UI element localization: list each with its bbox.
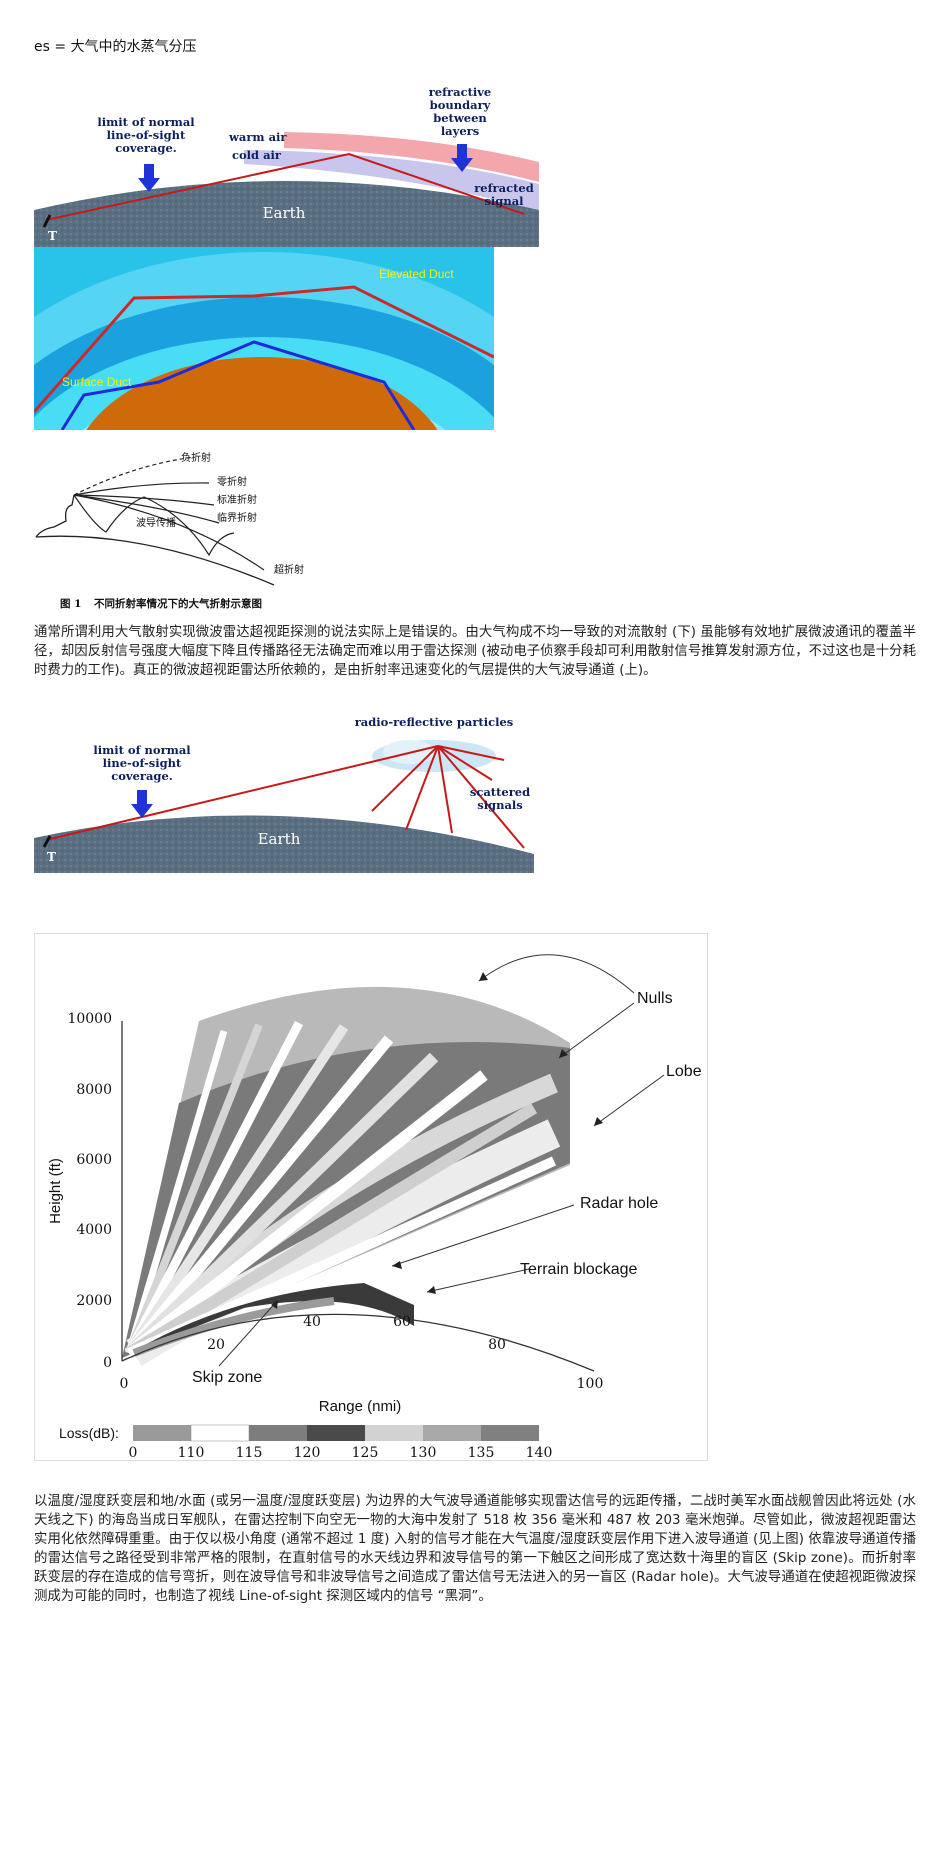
loss-tick-135: 135 (468, 1445, 495, 1461)
x-tick-80: 80 (488, 1337, 506, 1353)
loss-tick-140: 140 (526, 1445, 553, 1461)
elevated-duct-label: Elevated Duct (379, 267, 454, 281)
paragraph-2: 以温度/湿度跃变层和地/水面 (或另一温度/湿度跃变层) 为边界的大气波导通道能… (34, 1492, 916, 1606)
x-tick-100: 100 (577, 1376, 604, 1392)
negative-refraction-label: 负折射 (181, 451, 211, 464)
y-tick-4000: 4000 (76, 1222, 112, 1238)
x-tick-20: 20 (207, 1337, 225, 1353)
surface-duct-label: Surface Duct (62, 375, 132, 389)
loss-tick-115: 115 (236, 1445, 263, 1461)
radar-coverage-plot: Height (ft) 10000 8000 6000 4000 2000 0 … (34, 933, 708, 1461)
loss-label: Loss(dB): (59, 1425, 119, 1441)
cold-air-label: cold air (232, 148, 282, 162)
t-label: T (48, 229, 57, 243)
loss-tick-130: 130 (410, 1445, 437, 1461)
standard-refraction-label: 标准折射 (217, 493, 257, 506)
critical-refraction-label: 临界折射 (217, 511, 257, 524)
t-label: T (47, 850, 56, 864)
x-tick-0: 0 (120, 1376, 129, 1392)
loss-tick-120: 120 (294, 1445, 321, 1461)
loss-colorbar (133, 1425, 539, 1441)
duct-types-diagram: Elevated Duct Surface Duct (34, 247, 494, 430)
earth-label: Earth (258, 830, 301, 848)
paragraph-1: 通常所谓利用大气散射实现微波雷达超视距探测的说法实际上是错误的。由大气构成不均一… (34, 623, 916, 680)
particles-label: radio-reflective particles (355, 715, 514, 729)
nulls-label: Nulls (637, 990, 673, 1007)
y-tick-2000: 2000 (76, 1293, 112, 1309)
coverage-arrow-icon (131, 790, 153, 818)
duct-propagation-label: 波导传播 (136, 516, 176, 529)
super-refraction-label: 超折射 (274, 563, 304, 576)
scattering-diagram: radio-reflective particles limit of norm… (34, 708, 534, 873)
y-tick-10000: 10000 (67, 1011, 112, 1027)
coverage-arrow-icon (138, 164, 160, 192)
terrain-blockage-label: Terrain blockage (520, 1261, 638, 1278)
radar-hole-label: Radar hole (580, 1195, 658, 1212)
loss-tick-0: 0 (129, 1445, 138, 1461)
loss-tick-110: 110 (178, 1445, 205, 1461)
zero-refraction-label: 零折射 (217, 475, 247, 488)
loss-tick-125: 125 (352, 1445, 379, 1461)
warm-air-label: warm air (228, 130, 287, 144)
x-tick-40: 40 (303, 1314, 321, 1330)
y-tick-6000: 6000 (76, 1152, 112, 1168)
y-axis-label: Height (ft) (47, 1158, 64, 1224)
lobe-label: Lobe (666, 1063, 702, 1080)
intro-line: es = 大气中的水蒸气分压 (34, 36, 197, 56)
skip-zone-label: Skip zone (192, 1369, 262, 1386)
y-tick-0: 0 (103, 1355, 112, 1371)
earth-label: Earth (263, 204, 306, 222)
y-tick-8000: 8000 (76, 1082, 112, 1098)
x-axis-label: Range (nmi) (319, 1398, 402, 1415)
x-tick-60: 60 (393, 1314, 411, 1330)
